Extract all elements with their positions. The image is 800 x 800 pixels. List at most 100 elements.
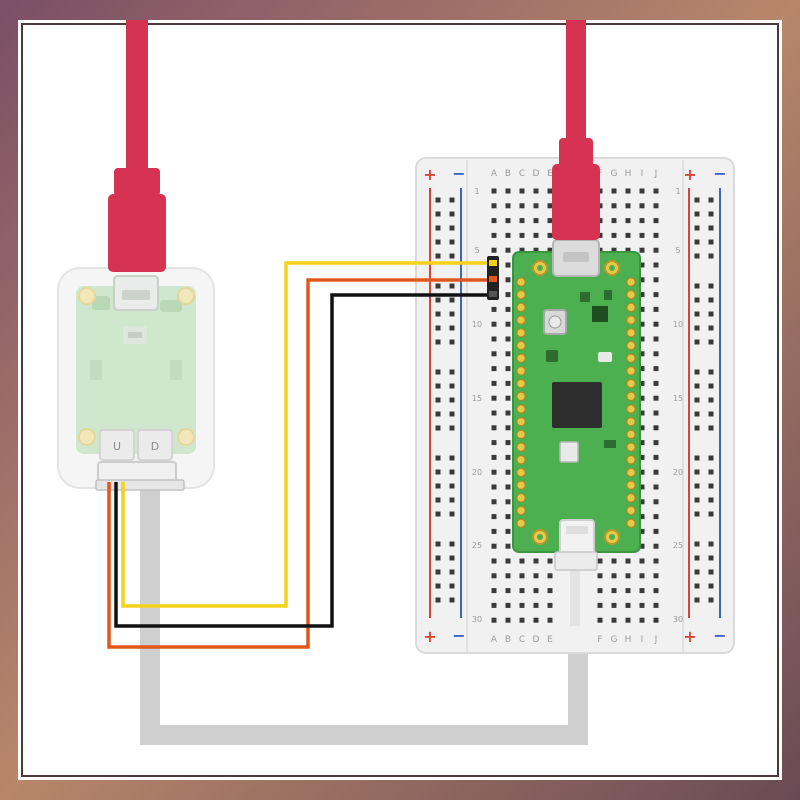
breadboard-hole: [639, 262, 645, 268]
pico-pad: [626, 340, 636, 351]
pico-pad: [626, 493, 636, 503]
col-letter-bottom-d: D: [533, 635, 540, 645]
breadboard-hole: [611, 218, 617, 224]
breadboard-hole: [505, 188, 511, 194]
breadboard-hole: [653, 247, 659, 253]
rail-hole: [449, 597, 455, 603]
breadboard-hole: [505, 336, 511, 342]
pico-pad: [516, 505, 526, 516]
breadboard-hole: [505, 528, 511, 534]
breadboard-hole: [491, 528, 497, 534]
breadboard-hole: [547, 218, 553, 224]
pico-pad: [626, 327, 636, 338]
col-letter-bottom-f: F: [597, 635, 602, 645]
pico-pad: [626, 518, 636, 529]
rail-hole: [449, 483, 455, 489]
breadboard-hole: [611, 602, 617, 608]
breadboard-hole: [639, 218, 645, 224]
rail-hole: [708, 541, 714, 547]
pico-pad: [516, 442, 526, 452]
breadboard-hole: [505, 425, 511, 431]
pico-pad: [516, 467, 526, 478]
breadboard-hole: [533, 558, 539, 564]
power-rail-holes: [435, 197, 714, 603]
pico-pad: [626, 467, 636, 478]
breadboard-hole: [519, 247, 525, 253]
rail-hole: [449, 239, 455, 245]
breadboard-hole: [653, 602, 659, 608]
breadboard-hole: [639, 425, 645, 431]
row-number-left-10: 10: [472, 320, 482, 329]
breadboard-hole: [625, 588, 631, 594]
rail-hole: [694, 569, 700, 575]
breadboard-hole: [597, 558, 603, 564]
rail-plus-bottom-left: +: [423, 627, 436, 646]
rail-hole: [708, 555, 714, 561]
breadboard-hole: [505, 514, 511, 520]
col-letter-top-h: H: [625, 169, 632, 179]
row-number-right-1: 1: [675, 187, 680, 196]
pico-board: [512, 239, 641, 553]
breadboard-hole: [653, 588, 659, 594]
rail-minus-bottom-left: −: [452, 626, 465, 645]
breadboard-hole: [639, 306, 645, 312]
breadboard-hole: [533, 188, 539, 194]
pico-pad: [516, 353, 526, 363]
rail-hole: [708, 483, 714, 489]
rail-hole: [435, 541, 441, 547]
rail-hole: [708, 583, 714, 589]
col-letter-top-b: B: [505, 169, 511, 179]
pico-pad: [516, 454, 526, 465]
rail-hole: [708, 283, 714, 289]
breadboard-hole: [639, 321, 645, 327]
rail-hole: [708, 411, 714, 417]
rail-hole: [435, 339, 441, 345]
rail-hole: [449, 211, 455, 217]
breadboard-hole: [491, 484, 497, 490]
col-letter-top-a: A: [491, 169, 498, 179]
breadboard-hole: [491, 188, 497, 194]
breadboard-hole: [653, 514, 659, 520]
rail-hole: [694, 397, 700, 403]
rail-hole: [449, 369, 455, 375]
breadboard-hole: [491, 425, 497, 431]
rail-hole: [694, 197, 700, 203]
rail-hole: [694, 469, 700, 475]
rail-hole: [449, 339, 455, 345]
breadboard-hole: [653, 366, 659, 372]
breadboard-hole: [491, 499, 497, 505]
breadboard-hole: [639, 203, 645, 209]
rail-hole: [708, 369, 714, 375]
rail-hole: [449, 197, 455, 203]
rail-hole: [694, 297, 700, 303]
breadboard-hole: [491, 380, 497, 386]
pico-pad: [626, 277, 636, 287]
breadboard-hole: [491, 306, 497, 312]
breadboard-hole: [533, 602, 539, 608]
breadboard-hole: [653, 188, 659, 194]
rail-hole: [449, 541, 455, 547]
pico-pad: [626, 353, 636, 363]
breadboard-hole: [639, 440, 645, 446]
breadboard-hole: [611, 203, 617, 209]
rail-hole: [435, 283, 441, 289]
rail-hole: [449, 297, 455, 303]
breadboard-hole: [653, 484, 659, 490]
rail-hole: [449, 497, 455, 503]
breadboard-hole: [639, 543, 645, 549]
breadboard-hole: [505, 617, 511, 623]
row-number-right-5: 5: [675, 246, 680, 255]
breadboard-hole: [611, 232, 617, 238]
breadboard-hole: [505, 573, 511, 579]
rail-hole: [694, 541, 700, 547]
rail-hole: [708, 297, 714, 303]
debug-port-u: [99, 429, 135, 461]
rail-hole: [708, 425, 714, 431]
breadboard-hole: [505, 484, 511, 490]
pico-pad: [516, 404, 526, 414]
col-letter-bottom-h: H: [625, 635, 632, 645]
rail-hole: [435, 397, 441, 403]
rail-hole: [435, 555, 441, 561]
breadboard-hole: [611, 188, 617, 194]
breadboard-hole: [625, 602, 631, 608]
